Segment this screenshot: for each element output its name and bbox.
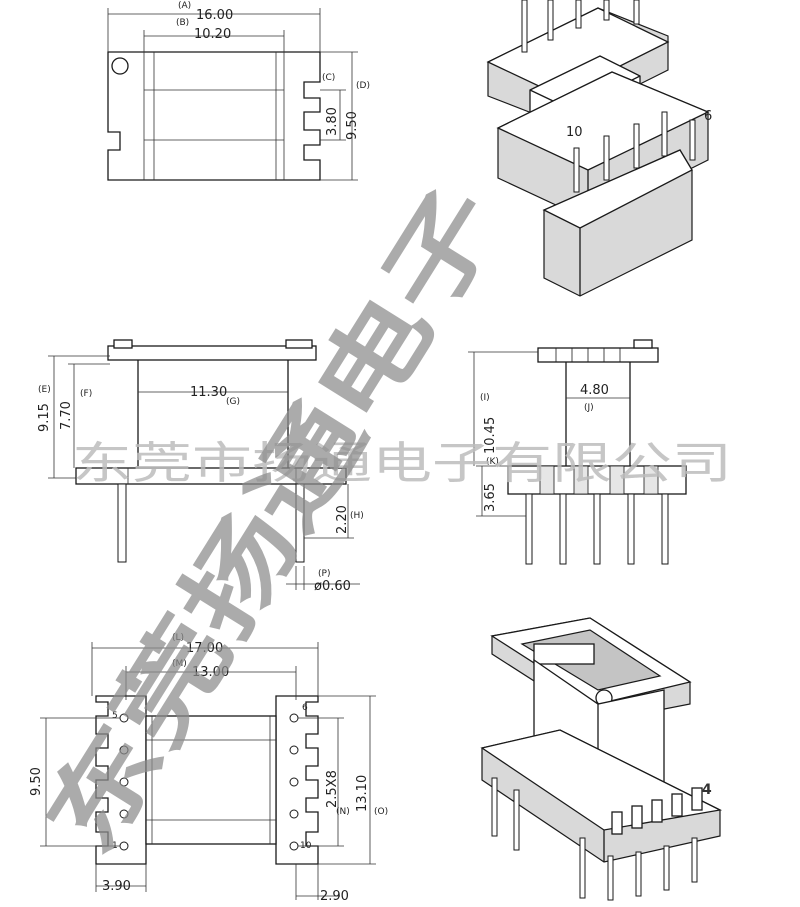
- dim-p-value: ø0.60: [314, 579, 351, 594]
- dim-n-label: (N): [336, 807, 350, 817]
- bottom-pin-5: 5: [112, 711, 118, 721]
- dim-bottom-right-290: 2.90: [320, 889, 349, 904]
- dim-a-value: 16.00: [196, 8, 233, 23]
- iso-top-pin-10: 10: [566, 125, 583, 140]
- dim-k-label: (K): [486, 457, 499, 467]
- dim-l-value: 17.00: [186, 641, 223, 656]
- dim-d-value: 9.50: [345, 111, 360, 140]
- dim-l-label: (L): [172, 633, 184, 643]
- dim-f-label: (F): [80, 389, 92, 399]
- dim-o-label: (O): [374, 807, 388, 817]
- dim-f-value: 7.70: [59, 401, 74, 430]
- dim-b-label: (B): [176, 18, 189, 28]
- iso-assembled-view: 4: [480, 617, 723, 901]
- dim-i-label: (I): [480, 393, 490, 403]
- bottom-pin-6: 6: [302, 703, 308, 713]
- dim-m-label: (M): [172, 659, 187, 669]
- top-view: (A) 16.00 (B) 10.20 (C) 3.80 (D) 9.50: [107, 1, 370, 181]
- dim-h-label: (H): [350, 511, 364, 521]
- dim-m-value: 13.00: [192, 665, 229, 680]
- dim-left-950: 9.50: [29, 767, 44, 796]
- dim-b-value: 10.20: [194, 27, 231, 42]
- iso-bottom-pin-4: 4: [702, 782, 712, 798]
- dim-o-value: 13.10: [355, 775, 370, 812]
- side-view-left: (E) 9.15 (F) 7.70 11.30 (G) 2.20 (H) (P)…: [37, 339, 364, 594]
- dim-c-value: 3.80: [325, 107, 340, 136]
- iso-exploded-view: 10 6: [486, 0, 712, 297]
- bottom-view: 5 1 6 10 (L) 17.00 (M) 13.00 9.50 2.5X8 …: [29, 633, 388, 904]
- dim-bottom-left-390: 3.90: [102, 879, 131, 894]
- dim-j-value: 4.80: [580, 383, 609, 398]
- side-view-right: (I) 10.45 4.80 (J) (K) 3.65: [468, 339, 687, 565]
- dim-n-value: 2.5X8: [325, 770, 340, 808]
- dim-e-value: 9.15: [37, 403, 52, 432]
- dim-j-label: (J): [584, 403, 594, 413]
- watermark-company-line: 东莞市扬通电子有限公司: [72, 438, 732, 489]
- dim-d-label: (D): [356, 81, 370, 91]
- dim-i-value: 10.45: [483, 417, 498, 454]
- dim-g-label: (G): [226, 397, 240, 407]
- iso-top-pin-6: 6: [704, 109, 712, 124]
- dim-h-value: 2.20: [335, 505, 350, 534]
- dim-a-label: (A): [178, 1, 191, 11]
- dim-g-value: 11.30: [190, 385, 227, 400]
- dim-c-label: (C): [322, 73, 335, 83]
- dim-k-value: 3.65: [483, 483, 498, 512]
- dim-e-label: (E): [38, 385, 51, 395]
- dim-p-label: (P): [318, 569, 330, 579]
